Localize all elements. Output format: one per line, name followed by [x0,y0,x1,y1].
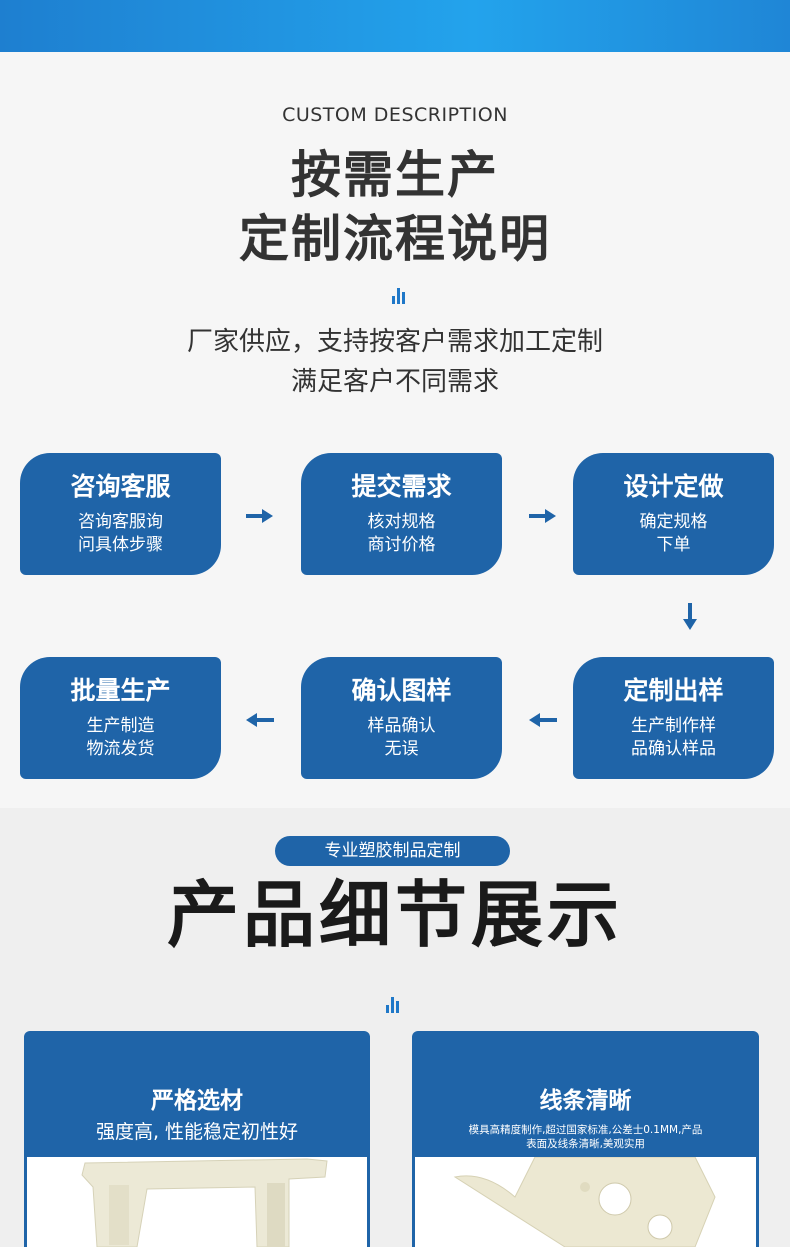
step-title: 定制出样 [623,676,724,705]
step-mass-production: 批量生产 生产制造物流发货 [20,657,221,779]
product-photo [415,1157,756,1247]
step-desc: 生产制作样品确认样品 [631,716,716,759]
page-title-line2: 定制流程说明 [239,210,551,268]
arrow-right-icon [529,509,557,523]
product-photo [27,1157,367,1247]
bar-chart-icon [386,997,404,1013]
category-badge: 专业塑胶制品定制 [275,836,510,866]
step-consult: 咨询客服 咨询客服询问具体步骤 [20,453,221,575]
subtitle-line2: 满足客户不同需求 [290,367,499,397]
top-banner [0,0,790,52]
arrow-left-icon [529,713,557,727]
detail-card-material: 严格选材 强度高, 性能稳定初性好 [24,1031,370,1247]
subtitle-line1: 厂家供应，支持按客户需求加工定制 [186,327,603,357]
card-desc: 强度高, 性能稳定初性好 [95,1121,299,1143]
english-title: CUSTOM DESCRIPTION [282,104,508,126]
step-desc: 生产制造物流发货 [86,716,155,759]
page-title-line1: 按需生产 [291,146,499,204]
step-desc: 确定规格下单 [639,512,708,555]
step-title: 批量生产 [70,676,171,705]
step-design: 设计定做 确定规格下单 [573,453,774,575]
card-title: 严格选材 [151,1088,243,1114]
arrow-down-icon [683,603,697,631]
step-title: 提交需求 [351,472,452,501]
step-desc: 样品确认无误 [367,716,436,759]
step-title: 确认图样 [351,676,452,705]
step-sample: 定制出样 生产制作样品确认样品 [573,657,774,779]
step-desc: 咨询客服询问具体步骤 [78,512,163,555]
bar-chart-icon [392,288,410,304]
step-desc: 核对规格商讨价格 [367,512,436,555]
arrow-right-icon [246,509,274,523]
card-desc: 模具高精度制作,超过国家标准,公差士0.1MM,产品表面及线条清晰,美观实用 [468,1124,703,1150]
detail-title: 产品细节展示 [166,873,623,957]
card-title: 线条清晰 [539,1088,632,1114]
arrow-left-icon [246,713,274,727]
step-title: 咨询客服 [70,472,171,501]
step-submit: 提交需求 核对规格商讨价格 [301,453,502,575]
detail-card-lines: 线条清晰 模具高精度制作,超过国家标准,公差士0.1MM,产品表面及线条清晰,美… [412,1031,759,1247]
step-title: 设计定做 [623,472,724,501]
step-confirm: 确认图样 样品确认无误 [301,657,502,779]
